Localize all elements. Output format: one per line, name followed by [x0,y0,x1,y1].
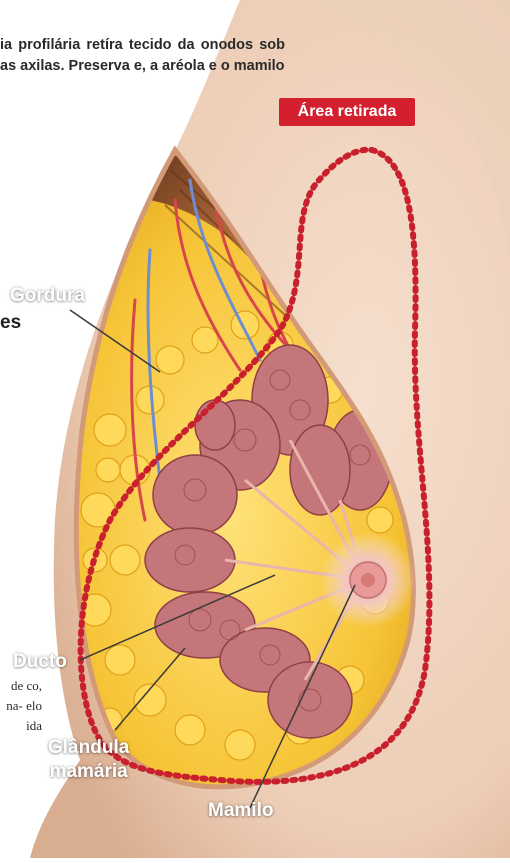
label-mammary-gland: Glândula mamária [48,736,129,784]
removed-area-badge: Área retirada [279,98,415,126]
label-nipple: Mamilo [208,799,273,823]
label-gland-line2: mamária [48,760,129,784]
intro-paragraph: ia profilária retíra tecido da onodos so… [0,35,285,77]
label-fat: Gordura [10,284,85,308]
label-duct: Ducto [13,650,67,674]
label-gland-line1: Glândula [48,736,129,760]
heading-fragment [0,16,40,28]
side-text-fragment: es [0,312,21,334]
body-text-fragment: de co, na- elo ida [0,676,42,736]
